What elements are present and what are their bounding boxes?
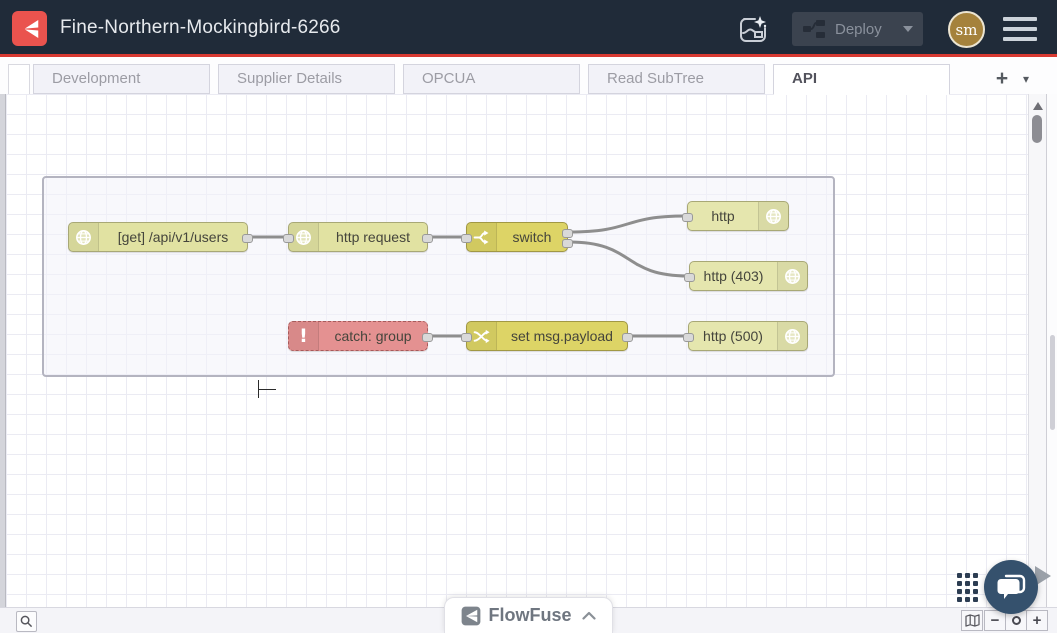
tab-supplier-details[interactable]: Supplier Details bbox=[218, 64, 395, 94]
output-port[interactable] bbox=[422, 233, 433, 243]
drag-handle-dots[interactable] bbox=[957, 573, 978, 602]
input-port[interactable] bbox=[683, 332, 694, 342]
flow-canvas[interactable]: [get] /api/v1/users http request switch htt… bbox=[6, 94, 1028, 607]
input-port[interactable] bbox=[682, 212, 693, 222]
globe-icon bbox=[289, 223, 319, 251]
chevron-up-icon bbox=[581, 611, 596, 620]
output-port[interactable] bbox=[562, 228, 573, 238]
deploy-caret-icon[interactable] bbox=[903, 26, 913, 32]
tab-development[interactable]: Development bbox=[33, 64, 210, 94]
deploy-nodes-icon bbox=[803, 20, 825, 38]
flow-list-caret-icon[interactable]: ▾ bbox=[1023, 72, 1030, 86]
node-label: http (500) bbox=[703, 328, 763, 344]
tab-opcua[interactable]: OPCUA bbox=[403, 64, 580, 94]
wire-layer bbox=[247, 214, 690, 338]
alert-icon: ! bbox=[289, 322, 319, 350]
flowfuse-banner-label: FlowFuse bbox=[488, 605, 572, 625]
globe-icon bbox=[758, 202, 788, 230]
node-switch[interactable]: switch bbox=[461, 222, 573, 252]
zoom-in-button[interactable]: + bbox=[1026, 610, 1048, 631]
node-label: http request bbox=[336, 229, 410, 245]
flow-tab-bar: Development Supplier Details OPCUA Read Sub… bbox=[0, 60, 1057, 95]
zoom-out-button[interactable]: − bbox=[984, 610, 1006, 631]
vscroll-up-arrow-icon[interactable] bbox=[1033, 102, 1043, 110]
output-port[interactable] bbox=[562, 238, 573, 248]
crosshair-cursor bbox=[257, 380, 259, 398]
chat-bubble-icon bbox=[997, 574, 1026, 599]
zoom-controls: − + bbox=[961, 610, 1048, 631]
hamburger-icon bbox=[1003, 17, 1037, 21]
flowfuse-banner[interactable]: FlowFuse bbox=[444, 597, 613, 633]
output-port[interactable] bbox=[242, 233, 253, 243]
globe-icon bbox=[777, 262, 807, 290]
node-label: http (403) bbox=[703, 268, 764, 284]
crosshair-cursor bbox=[258, 388, 276, 390]
wire-switch-to-http-response[interactable] bbox=[567, 214, 688, 234]
zoom-reset-icon bbox=[1011, 616, 1021, 625]
app-header: Fine-Northern-Mockingbird-6266 Deploy sm bbox=[0, 0, 1057, 57]
node-http-response-500[interactable]: http (500) bbox=[683, 321, 808, 351]
wire-switch-to-http-response-403[interactable] bbox=[567, 240, 690, 278]
node-label: switch bbox=[512, 229, 552, 245]
node-label: [get] /api/v1/users bbox=[117, 229, 229, 245]
input-port[interactable] bbox=[461, 233, 472, 243]
node-http-response-403[interactable]: http (403) bbox=[684, 261, 808, 291]
chat-widget-button[interactable] bbox=[984, 560, 1038, 614]
output-port[interactable] bbox=[422, 332, 433, 342]
input-port[interactable] bbox=[283, 233, 294, 243]
input-port[interactable] bbox=[461, 332, 472, 342]
tab-strip: Development Supplier Details OPCUA Read Sub… bbox=[8, 64, 958, 95]
search-button[interactable] bbox=[16, 611, 37, 632]
node-http-in[interactable]: [get] /api/v1/users bbox=[68, 222, 253, 252]
switch-icon bbox=[467, 223, 497, 251]
node-label: catch: group bbox=[334, 328, 412, 344]
sidebar-toggle-icon[interactable] bbox=[1035, 566, 1051, 586]
globe-icon bbox=[777, 322, 807, 350]
node-label: set msg.payload bbox=[511, 328, 613, 344]
add-flow-button[interactable]: + bbox=[995, 67, 1009, 90]
vertical-scrollbar-track[interactable] bbox=[1028, 94, 1046, 607]
tab-api[interactable]: API bbox=[773, 64, 950, 95]
user-avatar[interactable]: sm bbox=[948, 11, 985, 48]
node-http-request[interactable]: http request bbox=[283, 222, 433, 252]
map-icon bbox=[964, 614, 980, 627]
node-catch-group[interactable]: ! catch: group bbox=[288, 321, 433, 351]
node-label: http bbox=[711, 208, 735, 224]
sidebar-splitter[interactable] bbox=[1046, 94, 1057, 607]
output-port[interactable] bbox=[622, 332, 633, 342]
instance-title: Fine-Northern-Mockingbird-6266 bbox=[60, 17, 341, 38]
avatar-initials: sm bbox=[955, 20, 978, 39]
deploy-button[interactable]: Deploy bbox=[792, 12, 923, 46]
change-icon bbox=[467, 322, 497, 350]
search-icon bbox=[20, 615, 33, 628]
vertical-scrollbar[interactable] bbox=[1032, 115, 1042, 143]
sidebar-scroll-thumb[interactable] bbox=[1050, 335, 1055, 430]
flowfuse-logo[interactable] bbox=[12, 11, 47, 46]
node-set-msg-payload[interactable]: set msg.payload bbox=[461, 321, 633, 351]
node-http-response[interactable]: http bbox=[682, 201, 789, 231]
navigator-toggle-button[interactable] bbox=[961, 610, 983, 631]
main-menu-button[interactable] bbox=[1003, 17, 1037, 41]
tab-read-subtree[interactable]: Read SubTree bbox=[588, 64, 765, 94]
input-port[interactable] bbox=[684, 272, 695, 282]
tab-strip-spacer bbox=[8, 64, 30, 94]
flowfuse-logo-icon bbox=[24, 19, 38, 38]
palette-splitter[interactable] bbox=[0, 60, 6, 607]
flowfuse-gray-logo-icon bbox=[462, 606, 481, 625]
ai-flow-sparkle-icon bbox=[740, 16, 767, 42]
ai-assistant-button[interactable] bbox=[735, 12, 771, 48]
deploy-label: Deploy bbox=[835, 20, 882, 38]
globe-icon bbox=[69, 223, 99, 251]
